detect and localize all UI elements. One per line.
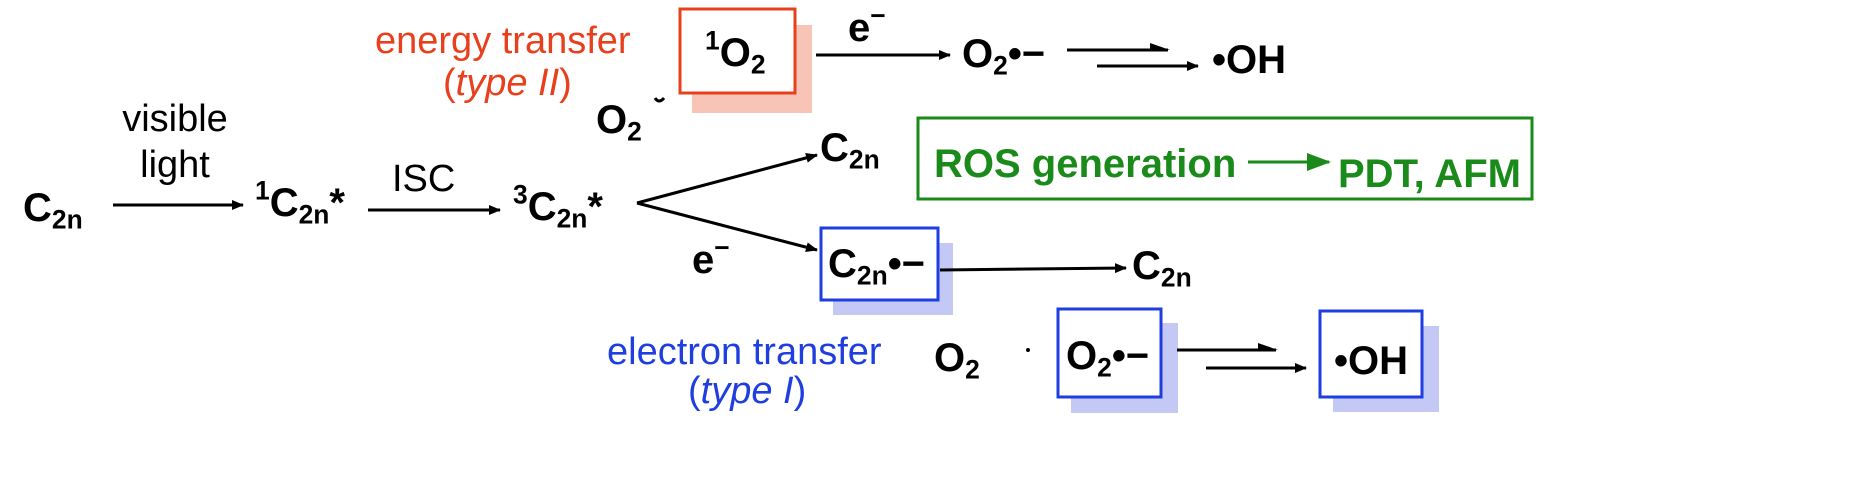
singlet-oxygen: 1O2	[705, 25, 766, 80]
ros-box	[916, 116, 1534, 201]
arrow-ros-head	[1307, 153, 1331, 171]
superoxide-bottom: O2•−	[1066, 334, 1150, 383]
energy-transfer-label: energy transfer	[375, 20, 631, 62]
electron-lower: e−	[692, 232, 730, 282]
arrow-electron-transfer	[636, 201, 818, 253]
superoxide-top: O2•−	[962, 32, 1046, 81]
singlet-excited-state: 1C2n*	[255, 175, 345, 230]
electron-transfer-label: electron transfer	[607, 331, 882, 373]
triplet-excited-state: 3C2n*	[513, 179, 603, 234]
radical-anion-box	[819, 226, 940, 302]
c2n-regenerated: C2n	[1132, 244, 1192, 293]
ground-state-photosensitizer: C2n	[23, 186, 83, 235]
hydroxyl-bottom: •OH	[1334, 339, 1409, 383]
oxygen-type-i: O2	[934, 336, 980, 385]
oxygen-type-ii: O2	[596, 98, 642, 147]
hydroxyl-top: •OH	[1212, 38, 1287, 82]
pdt-afm-label: PDT, AFM	[1338, 152, 1521, 196]
hydroxyl-box	[1318, 309, 1424, 399]
light-label: light	[140, 144, 210, 186]
arrow-decay	[636, 153, 818, 205]
quench-mark-bottom	[1026, 348, 1030, 352]
ros-generation-label: ROS generation	[934, 142, 1237, 186]
arrow-bottom-multistep-a-head	[1258, 343, 1278, 350]
isc-label: ISC	[392, 158, 456, 200]
singlet-oxygen-box	[678, 7, 797, 95]
arrow-top-multistep-a-head	[1150, 43, 1170, 50]
electron-top: e−	[848, 0, 886, 50]
superoxide-box	[1056, 307, 1163, 399]
type-ii-label: (type II)	[443, 62, 572, 104]
visible-label: visible	[122, 98, 228, 140]
type-i-label: (type I)	[688, 370, 807, 412]
quench-mark-top	[653, 96, 666, 103]
c2n-decay-product: C2n	[820, 126, 880, 175]
arrow-radical-anion-to-c2n	[939, 263, 1127, 274]
radical-anion: C2n•−	[828, 242, 926, 291]
